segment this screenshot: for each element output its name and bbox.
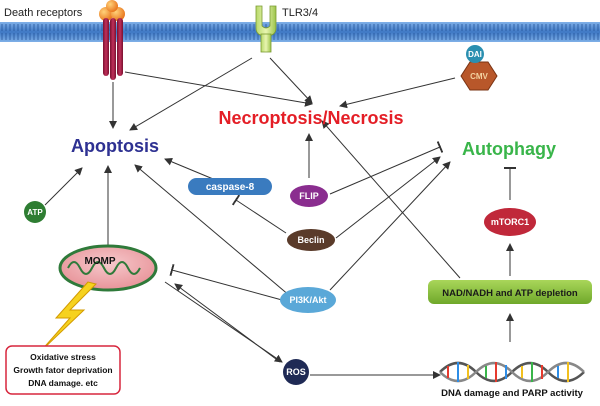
pi3k-label: PI3K/Akt bbox=[289, 295, 326, 305]
flip-node: FLIP bbox=[290, 185, 328, 207]
atp-label: ATP bbox=[27, 208, 43, 217]
caspase8-node: caspase-8 bbox=[188, 178, 272, 195]
stress-box: Oxidative stress Growth fator deprivatio… bbox=[5, 345, 121, 395]
autophagy-title: Autophagy bbox=[462, 139, 556, 159]
stress-line-2: Growth fator deprivation bbox=[13, 365, 112, 375]
lightning-bolt-icon bbox=[39, 281, 97, 353]
dai-cmv-icon bbox=[460, 45, 498, 91]
nad-label: NAD/NADH and ATP depletion bbox=[442, 288, 578, 299]
dna-helix-icon bbox=[439, 361, 585, 383]
ros-node: ROS bbox=[283, 359, 309, 385]
death-receptors-label: Death receptors bbox=[4, 7, 83, 19]
necroptosis-title: Necroptosis/Necrosis bbox=[218, 108, 403, 128]
flip-label: FLIP bbox=[299, 191, 319, 201]
atp-node: ATP bbox=[24, 201, 46, 223]
mtorc1-node: mTORC1 bbox=[484, 208, 536, 236]
mitochondrion-icon bbox=[58, 244, 158, 292]
caspase8-label: caspase-8 bbox=[206, 182, 255, 193]
momp-label: MOMP bbox=[84, 256, 115, 267]
apoptosis-title: Apoptosis bbox=[71, 136, 159, 156]
dai-label: DAI bbox=[468, 50, 482, 59]
nad-depletion-box: NAD/NADH and ATP depletion bbox=[428, 280, 592, 304]
mtorc1-label: mTORC1 bbox=[491, 217, 529, 227]
tlr-receptor-icon bbox=[255, 5, 277, 53]
stress-line-1: Oxidative stress bbox=[30, 352, 96, 362]
beclin-label: Beclin bbox=[297, 235, 324, 245]
death-receptor-icon bbox=[99, 0, 125, 80]
pathway-arrows bbox=[44, 57, 516, 379]
dna-damage-label: DNA damage and PARP activity bbox=[441, 388, 584, 399]
pi3k-akt-node: PI3K/Akt bbox=[280, 287, 336, 313]
cmv-label: CMV bbox=[470, 72, 488, 81]
cell-membrane bbox=[0, 22, 600, 42]
stress-line-3: DNA damage. etc bbox=[28, 378, 98, 388]
tlr-label: TLR3/4 bbox=[282, 7, 318, 19]
beclin-node: Beclin bbox=[287, 229, 335, 251]
ros-label: ROS bbox=[286, 367, 306, 377]
